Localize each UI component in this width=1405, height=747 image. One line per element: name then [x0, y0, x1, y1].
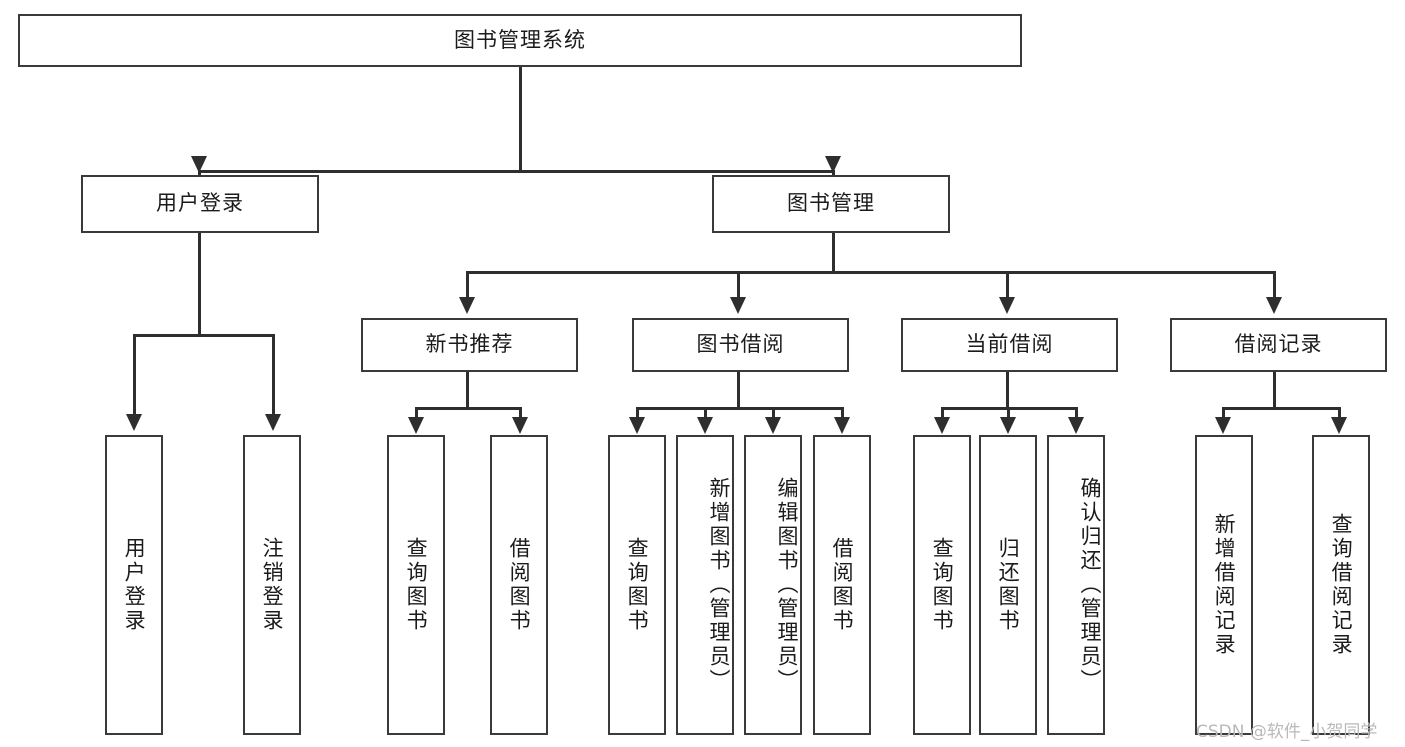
- arrowhead-leaf-query-book-2: [629, 417, 645, 434]
- node-leaf-add-borrow-record-label: 新增借阅记录: [1212, 513, 1237, 657]
- node-user-login-label: 用户登录: [156, 191, 244, 216]
- arrowhead-user-login: [191, 156, 207, 173]
- connector-nbr-branch-2: [519, 407, 522, 421]
- node-leaf-return-book[interactable]: 归还图书: [979, 435, 1037, 735]
- connector-nbr-bar: [415, 407, 522, 410]
- node-leaf-query-book-3-label: 查询图书: [930, 537, 955, 633]
- node-leaf-add-book-admin[interactable]: 新增图书（管理员）: [676, 435, 734, 735]
- connector-bb-bar: [636, 407, 844, 410]
- arrowhead-book-borrow: [730, 297, 746, 314]
- connector-user-login-branch-2: [272, 334, 275, 418]
- connector-nbr-stem: [466, 372, 469, 410]
- arrowhead-leaf-edit-book-admin: [765, 417, 781, 434]
- connector-bm-branch-4: [1273, 271, 1276, 301]
- node-leaf-query-book-1[interactable]: 查询图书: [387, 435, 445, 735]
- connector-bm-branch-2: [737, 271, 740, 301]
- connector-bb-branch-4: [841, 407, 844, 421]
- connector-cb-branch-3: [1075, 407, 1078, 421]
- csdn-watermark: CSDN @软件_小贺同学: [1196, 722, 1378, 742]
- arrowhead-leaf-query-borrow-record: [1331, 417, 1347, 434]
- arrowhead-leaf-user-login: [126, 414, 142, 431]
- arrowhead-current-borrow: [999, 297, 1015, 314]
- node-book-borrow[interactable]: 图书借阅: [632, 318, 849, 372]
- arrowhead-leaf-query-book-1: [408, 417, 424, 434]
- node-user-login[interactable]: 用户登录: [81, 175, 319, 233]
- connector-cb-branch-1: [941, 407, 944, 421]
- node-leaf-borrow-book-1-label: 借阅图书: [507, 537, 532, 633]
- node-leaf-user-login-label: 用户登录: [122, 537, 147, 633]
- arrowhead-leaf-borrow-book-2: [834, 417, 850, 434]
- node-leaf-return-book-label: 归还图书: [996, 537, 1021, 633]
- node-leaf-query-book-3[interactable]: 查询图书: [913, 435, 971, 735]
- node-leaf-add-book-admin-label: 新增图书（管理员）: [707, 477, 731, 693]
- node-book-management[interactable]: 图书管理: [712, 175, 950, 233]
- connector-br-bar: [1222, 407, 1340, 410]
- node-leaf-borrow-book-2-label: 借阅图书: [830, 537, 855, 633]
- arrowhead-book-management: [825, 156, 841, 173]
- connector-user-login-stem: [198, 233, 201, 337]
- node-new-book-recommend-label: 新书推荐: [425, 332, 514, 357]
- connector-bm-branch-3: [1006, 271, 1009, 301]
- node-leaf-query-book-1-label: 查询图书: [404, 537, 429, 633]
- arrowhead-leaf-confirm-return-admin: [1068, 417, 1084, 434]
- connector-root-stem: [519, 67, 522, 172]
- node-leaf-query-borrow-record[interactable]: 查询借阅记录: [1312, 435, 1370, 735]
- arrowhead-leaf-add-book-admin: [697, 417, 713, 434]
- arrowhead-leaf-add-borrow-record: [1215, 417, 1231, 434]
- connector-cb-branch-2: [1007, 407, 1010, 421]
- node-book-borrow-label: 图书借阅: [696, 332, 785, 357]
- connector-book-management-bar: [466, 271, 1276, 274]
- node-leaf-query-borrow-record-label: 查询借阅记录: [1329, 513, 1354, 657]
- arrowhead-leaf-logout-login: [265, 414, 281, 431]
- node-leaf-borrow-book-2[interactable]: 借阅图书: [813, 435, 871, 735]
- node-borrow-record-label: 借阅记录: [1234, 332, 1323, 357]
- arrowhead-borrow-record: [1266, 297, 1282, 314]
- node-book-management-label: 图书管理: [787, 191, 875, 216]
- connector-book-management-stem: [832, 233, 835, 273]
- node-leaf-edit-book-admin-label: 编辑图书（管理员）: [775, 477, 799, 693]
- connector-user-login-bar: [133, 334, 275, 337]
- node-leaf-logout-login[interactable]: 注销登录: [243, 435, 301, 735]
- connector-cb-stem: [1006, 372, 1009, 410]
- node-leaf-edit-book-admin[interactable]: 编辑图书（管理员）: [744, 435, 802, 735]
- arrowhead-leaf-borrow-book-1: [512, 417, 528, 434]
- connector-bb-stem: [737, 372, 740, 410]
- connector-nbr-branch-1: [415, 407, 418, 421]
- connector-bb-branch-1: [636, 407, 639, 421]
- connector-bm-branch-1: [466, 271, 469, 301]
- node-leaf-borrow-book-1[interactable]: 借阅图书: [490, 435, 548, 735]
- node-leaf-query-book-2[interactable]: 查询图书: [608, 435, 666, 735]
- connector-user-login-branch-1: [133, 334, 136, 418]
- node-borrow-record[interactable]: 借阅记录: [1170, 318, 1387, 372]
- connector-br-stem: [1273, 372, 1276, 410]
- connector-root-bar: [198, 170, 835, 173]
- arrowhead-leaf-return-book: [1000, 417, 1016, 434]
- node-new-book-recommend[interactable]: 新书推荐: [361, 318, 578, 372]
- node-leaf-user-login[interactable]: 用户登录: [105, 435, 163, 735]
- node-leaf-confirm-return-admin[interactable]: 确认归还（管理员）: [1047, 435, 1105, 735]
- node-leaf-query-book-2-label: 查询图书: [625, 537, 650, 633]
- node-leaf-add-borrow-record[interactable]: 新增借阅记录: [1195, 435, 1253, 735]
- node-root-label: 图书管理系统: [454, 27, 586, 52]
- arrowhead-new-book-recommend: [459, 297, 475, 314]
- node-current-borrow-label: 当前借阅: [965, 332, 1054, 357]
- connector-br-branch-2: [1338, 407, 1341, 421]
- node-current-borrow[interactable]: 当前借阅: [901, 318, 1118, 372]
- arrowhead-leaf-query-book-3: [934, 417, 950, 434]
- connector-bb-branch-2: [704, 407, 707, 421]
- node-leaf-logout-login-label: 注销登录: [260, 537, 285, 633]
- connector-bb-branch-3: [772, 407, 775, 421]
- node-leaf-confirm-return-admin-label: 确认归还（管理员）: [1078, 477, 1102, 693]
- connector-br-branch-1: [1222, 407, 1225, 421]
- node-root[interactable]: 图书管理系统: [18, 14, 1022, 67]
